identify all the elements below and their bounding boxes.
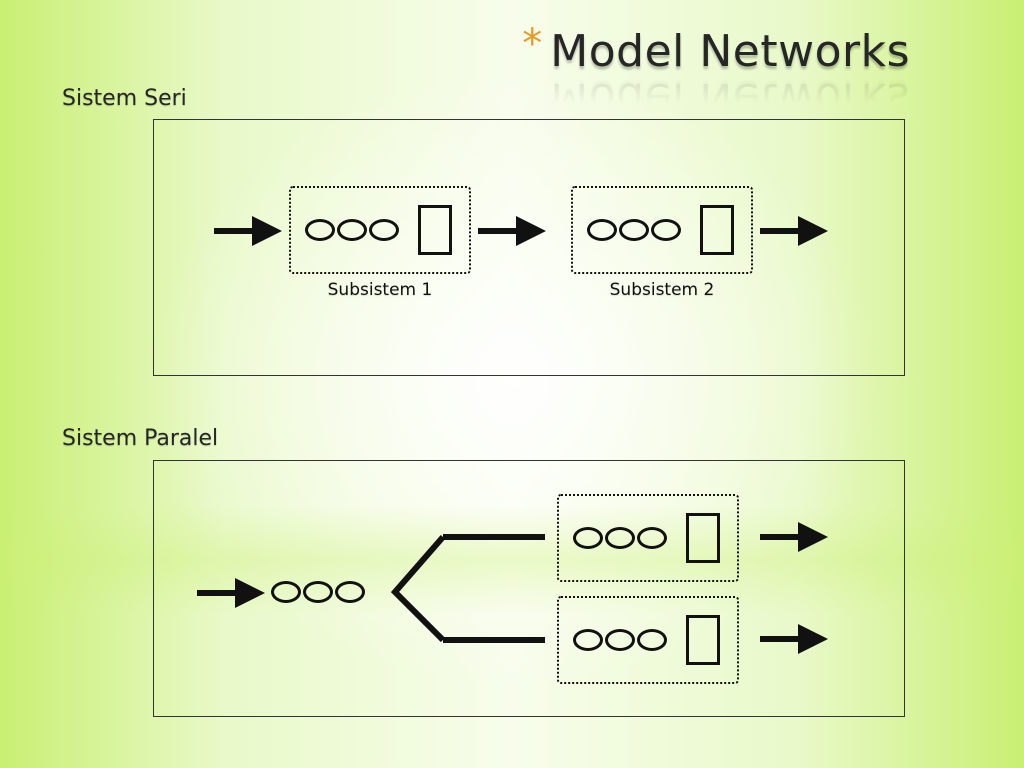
subsystem-2-circles [587, 219, 681, 241]
circle [305, 219, 335, 241]
subsystem-2-label: Subsistem 2 [609, 280, 715, 300]
series-diagram-frame [153, 119, 905, 376]
slide-title: * Model Networks Model Networks [522, 21, 910, 124]
title-label: Model Networks [550, 26, 910, 77]
parallel-branch-lines [390, 534, 545, 643]
circle [337, 219, 367, 241]
parallel-subsystem-bottom-block [686, 615, 720, 665]
circle [637, 629, 667, 651]
circle [605, 629, 635, 651]
circle [619, 219, 649, 241]
parallel-heading: Sistem Paralel [62, 426, 219, 451]
circle [573, 527, 603, 549]
title-text: Model Networks Model Networks [550, 22, 910, 124]
circle [651, 219, 681, 241]
subsystem-2-block [700, 205, 734, 255]
parallel-input-arrow [197, 578, 265, 608]
circle [335, 581, 365, 603]
subsystem-1-circles [305, 219, 399, 241]
parallel-subsystem-top-circles [573, 527, 667, 549]
subsystem-2-box [571, 186, 753, 274]
background-band [0, 505, 1024, 615]
series-input-arrow [214, 216, 282, 246]
title-star-icon: * [522, 21, 543, 67]
circle [303, 581, 333, 603]
parallel-subsystem-bottom-circles [573, 629, 667, 651]
circle [271, 581, 301, 603]
parallel-top-output-arrow [760, 522, 828, 552]
series-middle-arrow [478, 216, 546, 246]
parallel-input-circles [271, 581, 365, 603]
parallel-diagram-frame [153, 460, 905, 717]
subsystem-1-block [418, 205, 452, 255]
series-output-arrow [760, 216, 828, 246]
subsystem-1-box [289, 186, 471, 274]
parallel-subsystem-top-block [686, 513, 720, 563]
parallel-bottom-output-arrow [760, 624, 828, 654]
circle [369, 219, 399, 241]
parallel-subsystem-top-box [557, 494, 739, 582]
circle [637, 527, 667, 549]
series-heading: Sistem Seri [62, 86, 187, 111]
subsystem-1-label: Subsistem 1 [327, 280, 433, 300]
circle [605, 527, 635, 549]
parallel-subsystem-bottom-box [557, 596, 739, 684]
circle [573, 629, 603, 651]
circle [587, 219, 617, 241]
